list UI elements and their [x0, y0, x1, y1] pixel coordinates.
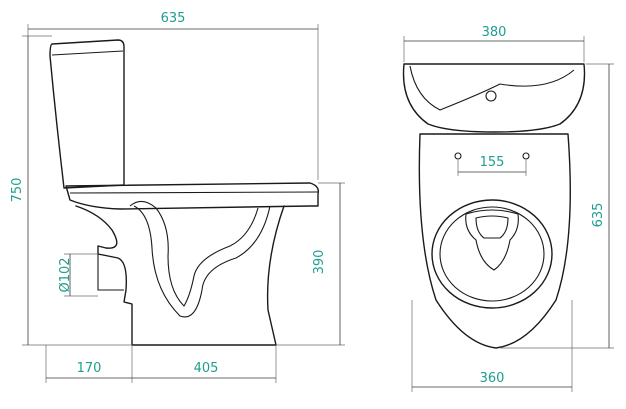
- siphon-trap: [133, 205, 271, 318]
- dim-base-depth: 405: [194, 361, 219, 376]
- top-tank-inner: [409, 65, 575, 111]
- base-outlet: [97, 254, 124, 291]
- cistern-tank: [49, 39, 125, 189]
- drain-hole: [465, 209, 519, 271]
- drain-inner: [475, 215, 509, 239]
- dim-top-length: 635: [591, 203, 606, 228]
- top-view: [402, 63, 586, 349]
- bowl-body: [75, 205, 285, 346]
- seat-line: [69, 191, 319, 194]
- dim-outlet-offset: 170: [77, 361, 102, 376]
- dim-height-total: 750: [10, 178, 25, 203]
- dim-tank-width: 380: [482, 25, 507, 40]
- side-view: [49, 39, 320, 346]
- top-bowl-opening: [439, 206, 545, 302]
- bolt-hole-left: [454, 152, 462, 160]
- flush-button: [485, 90, 497, 102]
- cistern-lid-line: [51, 50, 124, 56]
- siphon-inner: [155, 207, 259, 307]
- top-view-dimensions: 380 155 635 360: [403, 25, 614, 392]
- top-seat-outline: [418, 133, 571, 349]
- dim-bowl-width: 360: [480, 371, 505, 386]
- top-seat-ring: [431, 199, 553, 309]
- dim-width-total: 635: [161, 11, 186, 26]
- rim-section: [129, 200, 157, 209]
- seat-lid: [65, 182, 320, 210]
- bolt-hole-right: [522, 152, 530, 160]
- dim-bolt-spacing: 155: [480, 155, 505, 170]
- top-tank: [402, 63, 586, 133]
- dim-outlet-diameter: Ø102: [58, 257, 73, 292]
- dim-seat-height: 390: [312, 250, 327, 275]
- side-view-dimensions: 635 750 390 Ø102 170 405: [10, 11, 345, 383]
